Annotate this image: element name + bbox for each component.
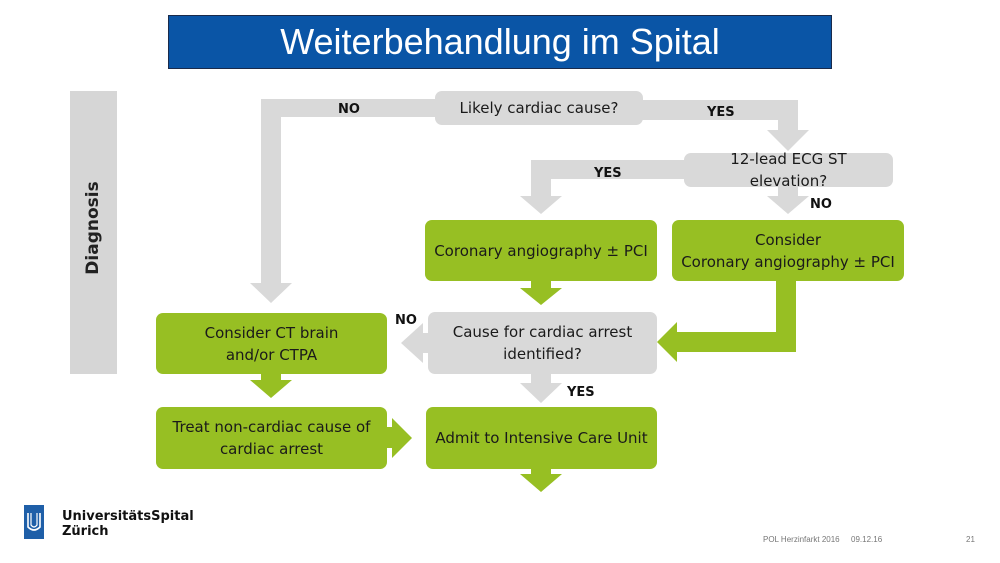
logo-line2: Zürich	[62, 524, 109, 539]
arrow-no-cause	[401, 323, 428, 363]
node-ecg-st: 12-lead ECG ST elevation?	[684, 150, 893, 190]
label-yes-cause: YES	[567, 385, 595, 400]
label-no-cause: NO	[395, 313, 417, 328]
node-likely-cardiac: Likely cardiac cause?	[435, 91, 643, 125]
node-consider-pci: Consider Coronary angiography ± PCI	[672, 220, 904, 281]
node-coronary-pci-text: Coronary angiography ± PCI	[434, 241, 648, 260]
footer-event: POL Herzinfarkt 2016	[763, 535, 840, 544]
arrow-pci-to-cause	[520, 281, 562, 305]
arrow-yes-cause	[520, 374, 562, 403]
node-consider-line2: Coronary angiography ± PCI	[681, 252, 895, 271]
page-title-text: Weiterbehandlung im Spital	[280, 21, 720, 62]
diagnosis-band	[70, 91, 117, 374]
node-treat-line2: cardiac arrest	[219, 440, 324, 458]
page-title: Weiterbehandlung im Spital	[168, 15, 832, 69]
footer-date: 09.12.16	[851, 535, 883, 544]
node-coronary-pci: Coronary angiography ± PCI	[425, 220, 657, 281]
node-treat-line1: Treat non-cardiac cause of	[172, 418, 371, 436]
node-ecg-st-text: 12-lead ECG ST elevation?	[730, 150, 847, 190]
label-no-ecg: NO	[810, 197, 832, 212]
university-hospital-logo-icon	[24, 505, 44, 539]
label-yes-ecg: YES	[594, 166, 622, 181]
node-likely-cardiac-text: Likely cardiac cause?	[459, 99, 619, 117]
arrow-yes-ecg	[520, 160, 686, 214]
logo-text: UniversitätsSpital Zürich	[62, 509, 194, 539]
footer-page: 21	[966, 535, 975, 544]
arrow-consider-to-cause	[657, 281, 796, 362]
node-admit-icu-text: Admit to Intensive Care Unit	[435, 429, 648, 447]
arrow-treat-to-icu	[387, 418, 412, 458]
node-treat-noncardiac: Treat non-cardiac cause of cardiac arres…	[156, 407, 387, 469]
node-admit-icu: Admit to Intensive Care Unit	[426, 407, 657, 469]
logo-line1: UniversitätsSpital	[62, 509, 194, 524]
node-ct-brain: Consider CT brain and/or CTPA	[156, 313, 387, 374]
arrow-icu-down	[520, 469, 562, 492]
label-no-likely: NO	[338, 102, 360, 117]
node-cause-identified: Cause for cardiac arrest identified?	[428, 312, 657, 374]
node-consider-line1: Consider	[754, 230, 822, 249]
node-ct-line2: and/or CTPA	[225, 345, 318, 364]
node-ct-line1: Consider CT brain	[204, 323, 339, 342]
node-cause-line2: identified?	[503, 345, 582, 363]
arrow-no-likely	[250, 99, 435, 303]
arrow-no-ecg	[767, 187, 809, 214]
arrow-ct-to-treat	[250, 374, 292, 398]
label-yes-likely: YES	[707, 105, 735, 120]
arrow-yes-likely	[640, 100, 809, 151]
node-cause-line1: Cause for cardiac arrest	[452, 323, 633, 341]
